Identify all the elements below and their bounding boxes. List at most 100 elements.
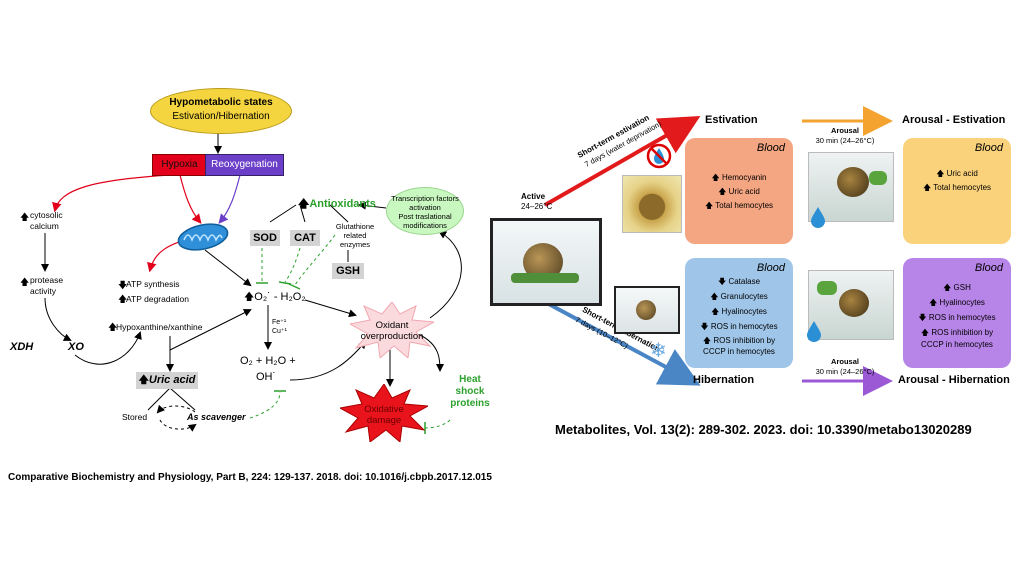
oxidant-label-2: overproduction — [360, 331, 424, 342]
left-citation: Comparative Biochemistry and Physiology,… — [8, 472, 492, 483]
hypoxanthine-label: Hypoxanthine/xanthine — [116, 322, 203, 332]
transcription-label-4: modifications — [403, 221, 447, 230]
antioxidants-label: 🡅Antioxidants — [298, 198, 376, 210]
estivation-blood-heading: Blood — [756, 142, 785, 154]
cat-box: CAT — [290, 230, 320, 246]
ar-est-blood-item: 🡅 Total hemocytes — [922, 183, 992, 192]
arousal-estivation-photo — [808, 152, 894, 222]
oxidative-damage-starburst — [340, 384, 428, 442]
hypoxia-label: Hypoxia — [161, 159, 198, 170]
hibernation-blood-item: CCCP in hemocytes — [703, 347, 775, 356]
reoxygenation-label: Reoxygenation — [211, 159, 278, 170]
hibernation-blood-item: 🡅 Hyalinocytes — [711, 307, 767, 316]
hibernation-blood-heading: Blood — [756, 262, 785, 274]
glutathione-label-2: related — [343, 231, 367, 240]
arousal-hibernation-blood-panel: Blood 🡅 GSH 🡅 Hyalinocytes 🡇 ROS in hemo… — [903, 258, 1011, 368]
atp-up-arrow: 🡅 — [118, 294, 128, 304]
active-tank-image — [490, 218, 602, 306]
heat-shock-label-3: proteins — [450, 398, 490, 409]
snowflake-icon: ❄ — [650, 340, 667, 362]
estivation-blood-item: 🡅 Total hemocytes — [704, 201, 774, 210]
protease-up-arrow: 🡅 — [20, 277, 30, 287]
ar-hib-blood-item: 🡅 ROS inhibition by — [920, 328, 994, 337]
heat-shock-label-2: shock — [455, 386, 485, 397]
estivation-blood-item: 🡅 Hemocyanin — [711, 173, 767, 182]
ar-hib-blood-item: CCCP in hemocytes — [921, 340, 993, 349]
oxidative-label-1: Oxidative — [364, 404, 404, 415]
gsh-box: GSH — [332, 263, 364, 279]
arousal-estivation-title: Arousal - Estivation — [902, 114, 1006, 126]
ar-hib-blood-heading: Blood — [974, 262, 1003, 274]
xdh-label: XDH — [10, 341, 34, 353]
estivation-snail-photo — [622, 175, 682, 233]
arousal-label-bottom: Arousal — [831, 357, 859, 366]
as-scavenger-label: As scavenger — [187, 412, 246, 422]
stored-label: Stored — [122, 412, 148, 422]
ar-hib-blood-item: 🡅 GSH — [943, 283, 971, 292]
cytosolic-up-arrow: 🡅 — [20, 212, 30, 222]
hypometabolic-states-ellipse: Hypometabolic states Estivation/Hibernat… — [150, 88, 292, 134]
hibernation-blood-item: 🡇 Catalase — [717, 277, 761, 286]
water-drop-icon — [807, 321, 821, 342]
glutathione-label-3: enzymes — [339, 240, 370, 249]
protease-label-1: protease — [30, 275, 64, 285]
cytosolic-label-2: calcium — [30, 221, 59, 231]
protease-label-2: activity — [30, 286, 56, 296]
water-drop-icon — [811, 207, 825, 228]
atp-synthesis-label: ATP synthesis — [126, 279, 180, 289]
oxidant-label-1: Oxidant — [375, 320, 409, 331]
transcription-factors-ellipse: Transcription factors activation Post tr… — [386, 187, 464, 235]
arousal-time-bottom: 30 min (24–26°C) — [815, 367, 875, 376]
transcription-label-2: activation — [409, 203, 441, 212]
right-citation: Metabolites, Vol. 13(2): 289-302. 2023. … — [555, 422, 972, 437]
atp-degradation-label: ATP degradation — [126, 294, 190, 304]
cu-label: Cu⁺¹ — [272, 328, 287, 335]
ar-est-blood-item: 🡅 Uric acid — [936, 169, 978, 178]
uric-acid-label: Uric acid — [148, 374, 196, 386]
hibernation-tank-image — [614, 286, 680, 334]
hibernation-blood-panel: Blood 🡇 Catalase 🡅 Granulocytes 🡅 Hyalin… — [685, 258, 793, 368]
fe-label: Fe⁺¹ — [272, 319, 287, 326]
hypometabolic-title: Hypometabolic states — [169, 97, 273, 108]
mitochondrion-icon — [177, 223, 229, 251]
arousal-hibernation-title: Arousal - Hibernation — [898, 374, 1010, 386]
arousal-label-top: Arousal — [831, 126, 859, 135]
uric-acid-box: 🡅Uric acid — [136, 372, 198, 389]
active-temp-label: 24–26°C — [521, 202, 553, 211]
estivation-blood-panel: Blood 🡅 Hemocyanin 🡅 Uric acid 🡅 Total h… — [685, 138, 793, 244]
sod-label: SOD — [253, 232, 277, 244]
cytosolic-label-1: cytosolic — [30, 210, 63, 220]
transcription-label-1: Transcription factors — [391, 194, 459, 203]
water-label: O₂ + H₂O + — [240, 355, 296, 367]
ros-label: 🡅O₂˙ - H₂O₂ — [244, 291, 306, 303]
active-label: Active — [521, 192, 546, 201]
xo-label: XO — [68, 341, 84, 353]
hypoxanthine-up-arrow: 🡅 — [108, 322, 118, 332]
hibernation-blood-item: 🡅 ROS inhibition by — [702, 336, 776, 345]
sod-box: SOD — [250, 230, 280, 246]
hibernation-title: Hibernation — [693, 374, 755, 386]
oh-label: OH˙ — [256, 371, 277, 383]
transcription-label-3: Post traslational — [398, 212, 452, 221]
ar-hib-blood-item: 🡅 Hyalinocytes — [929, 298, 985, 307]
gsh-label: GSH — [336, 265, 360, 277]
arousal-estivation-blood-panel: Blood 🡅 Uric acid 🡅 Total hemocytes — [903, 138, 1011, 244]
arousal-time-top: 30 min (24–26°C) — [815, 136, 875, 145]
ar-hib-blood-item: 🡇 ROS in hemocytes — [918, 313, 996, 322]
hibernation-blood-item: 🡅 Granulocytes — [710, 292, 768, 301]
ar-est-blood-heading: Blood — [974, 142, 1003, 154]
glutathione-label-1: Glutathione — [335, 222, 375, 231]
cat-label: CAT — [294, 232, 316, 244]
hibernation-blood-item: 🡇 ROS in hemocytes — [700, 322, 778, 331]
oxidant-starburst-shape — [350, 302, 434, 358]
atp-down-arrow: 🡇 — [118, 280, 128, 290]
hypometabolic-subtitle: Estivation/Hibernation — [172, 111, 270, 122]
no-water-icon — [646, 143, 672, 169]
heat-shock-label-1: Heat — [459, 374, 481, 385]
reoxygenation-box: Reoxygenation — [205, 154, 284, 176]
estivation-title: Estivation — [705, 114, 758, 126]
oxidative-label-2: damage — [366, 415, 402, 426]
arousal-hibernation-photo — [808, 270, 894, 340]
